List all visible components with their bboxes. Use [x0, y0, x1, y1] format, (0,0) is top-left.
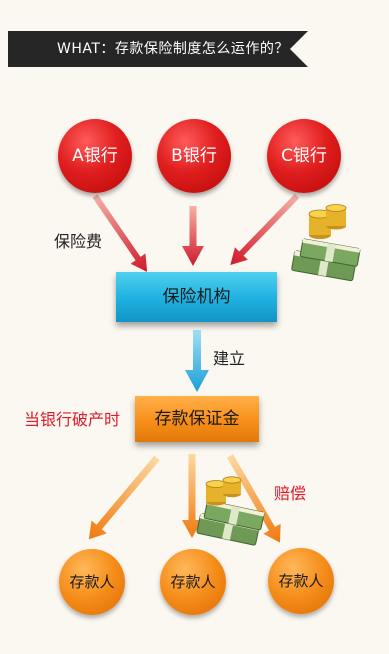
title-banner: [8, 31, 308, 67]
arrow-fund-to-depositor-1: [88, 455, 160, 540]
compensation-label: 赔偿: [274, 484, 307, 503]
depositor-node-1: 存款人: [59, 549, 125, 615]
establish-label: 建立: [213, 349, 246, 368]
arrow-bank-c-to-insurer: [230, 193, 300, 266]
deposit-fund-box: 存款保证金: [135, 396, 259, 442]
arrow-insurer-to-fund: [185, 330, 209, 392]
arrow-bank-a-to-insurer: [92, 194, 148, 272]
depositor-node-3: 存款人: [268, 548, 334, 614]
bank-c-node: C银行: [267, 119, 341, 193]
money-stack-icon: [291, 204, 361, 282]
depositor-node-2: 存款人: [160, 549, 226, 615]
bank-b-node: B银行: [157, 119, 231, 193]
bankrupt-condition-label: 当银行破产时: [24, 410, 121, 429]
arrow-bank-b-to-insurer: [182, 206, 204, 266]
arrow-fund-to-depositor-2: [182, 454, 202, 538]
money-stack-icon: [196, 476, 265, 546]
premium-label: 保险费: [54, 232, 103, 251]
banner-title: WHAT：存款保险制度怎么运作的？: [57, 41, 289, 57]
bank-a-node: A银行: [58, 119, 132, 193]
arrow-fund-to-depositor-3: [226, 454, 281, 543]
insurer-box: 保险机构: [116, 272, 277, 322]
